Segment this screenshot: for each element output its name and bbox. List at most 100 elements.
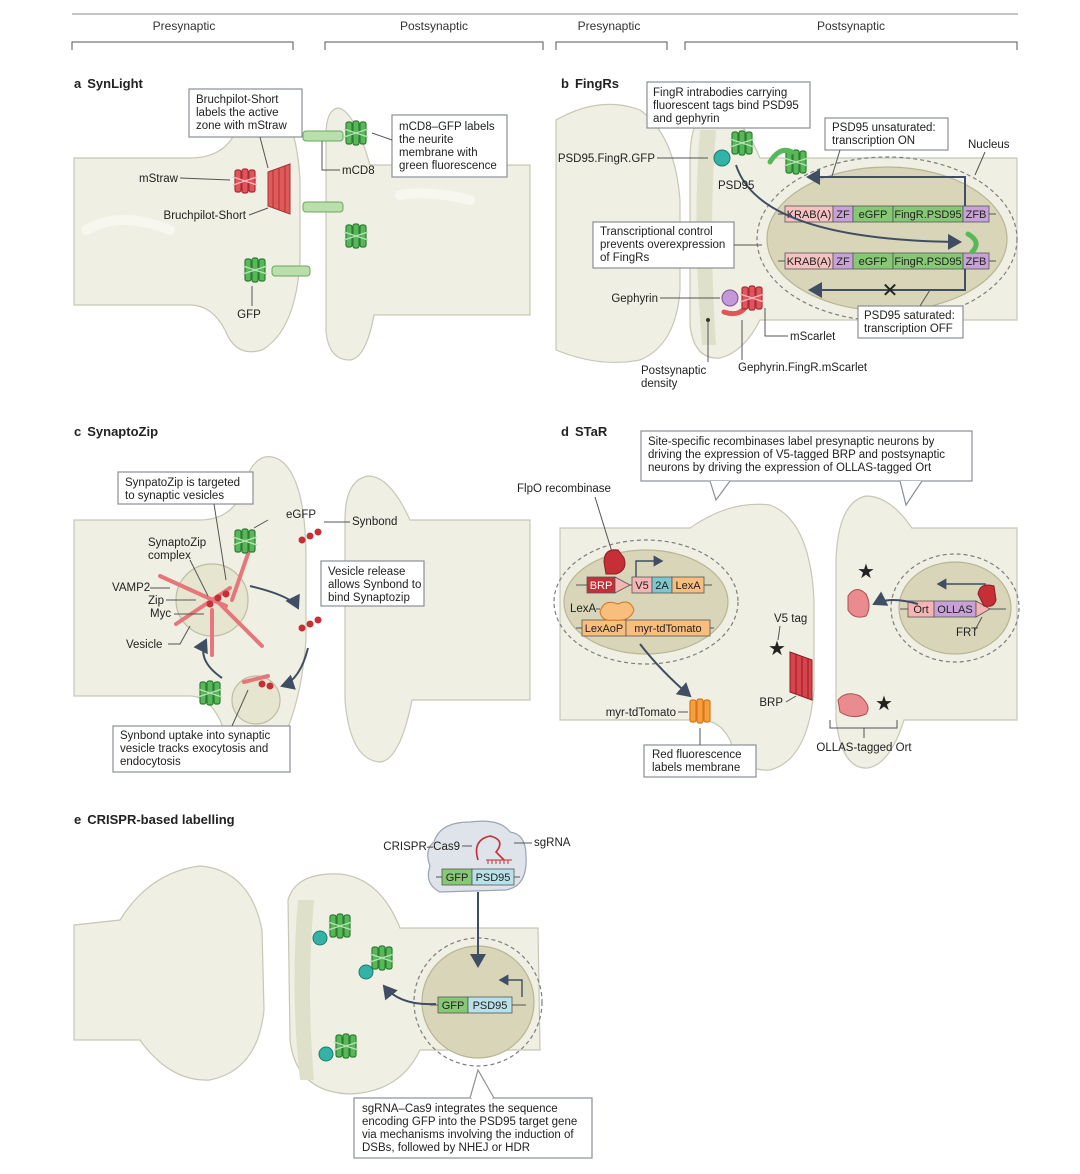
svg-text:ZF: ZF — [836, 256, 850, 268]
svg-text:PSD95 unsaturated: trans: PSD95 unsaturated: transcription ON — [832, 122, 939, 147]
gfp-icon — [343, 120, 369, 146]
label-psd95: PSD95 — [718, 180, 754, 192]
svg-text:eGFP: eGFP — [859, 209, 888, 221]
note-saturated — [857, 305, 964, 339]
svg-text:ZF: ZF — [836, 209, 850, 221]
svg-text:LexAoP: LexAoP — [585, 623, 624, 635]
svg-text:SynaptoZip complex: SynaptoZip complex — [148, 537, 209, 562]
ort-icon — [837, 693, 869, 718]
gene-row-brp: BRP V5 2A LexA — [576, 576, 712, 594]
label-mscarlet: mScarlet — [790, 331, 836, 343]
label-synbond: Synbond — [352, 516, 397, 528]
svg-text:Postsynaptic density: Postsynaptic density — [641, 365, 709, 390]
postsynaptic-density — [294, 900, 314, 1080]
gfp-icon — [783, 149, 809, 175]
note-target — [117, 471, 254, 505]
svg-text:PSD95: PSD95 — [476, 872, 511, 884]
lexa-protein-icon — [599, 601, 635, 621]
svg-text:V5: V5 — [635, 580, 648, 592]
label-mstraw: mStraw — [139, 173, 179, 185]
synbond-bound — [206, 590, 274, 690]
nucleus-pre — [563, 549, 729, 655]
panel-b-letter: b — [561, 76, 569, 91]
svg-text:Site-specific recombinases lab: Site-specific recombinases label presyna… — [648, 436, 948, 474]
postsynaptic-terminal — [344, 475, 531, 763]
svg-text:Synbond uptake into synaptic: Synbond uptake into synaptic vesicle tra… — [120, 730, 273, 768]
synbond-free — [298, 528, 322, 632]
label-gephyrin: Gephyrin — [611, 293, 658, 305]
svg-text:ZFB: ZFB — [966, 209, 987, 221]
panel-b: b FingRs KRAB(A) ZF eGFP FingR.PSD95 ZFB — [555, 76, 1018, 390]
svg-text:GFP: GFP — [442, 1000, 465, 1012]
myr-tdtomato-icon — [689, 698, 711, 724]
gene-row-ort: Ort OLLAS — [900, 600, 1006, 618]
flp-post-icon — [977, 584, 997, 607]
label-lexa: LexA — [570, 603, 597, 615]
svg-text:GFP: GFP — [446, 872, 469, 884]
svg-text:Ort: Ort — [913, 604, 928, 616]
gfp-icon — [327, 913, 353, 939]
svg-text:KRAB(A): KRAB(A) — [787, 256, 832, 268]
note-crispr — [353, 1097, 593, 1159]
panel-a-letter: a — [74, 76, 82, 91]
svg-text:FingR.PSD95: FingR.PSD95 — [894, 209, 961, 221]
ollas-tag-icon: ★ — [875, 693, 893, 715]
vesicle-fusing-icon — [231, 675, 281, 725]
header-right-presynaptic: Presynaptic — [578, 19, 641, 33]
v5-tag-icon: ★ — [768, 638, 786, 660]
note-mcd8 — [391, 114, 508, 178]
label-psd95-fingr-gfp: PSD95.FingR.GFP — [558, 153, 655, 165]
note-release — [320, 560, 425, 607]
svg-text:LexA: LexA — [675, 580, 701, 592]
panel-c-title: SynaptoZip — [87, 424, 158, 439]
note-star — [640, 430, 973, 482]
psd95-icon — [318, 1046, 334, 1062]
label-postsynaptic-density: Postsynaptic — [641, 365, 706, 377]
header: Presynaptic Postsynaptic Presynaptic Pos… — [71, 13, 1018, 50]
psd95-icon — [713, 149, 731, 167]
panel-b-title: FingRs — [575, 76, 619, 91]
label-sgrna: sgRNA — [534, 837, 571, 849]
mcd8-rod — [302, 130, 344, 142]
svg-text:FingR.PSD95: FingR.PSD95 — [894, 256, 961, 268]
svg-text:BRP: BRP — [590, 580, 613, 592]
svg-text:Transcriptional control: Transcriptional control prevents overexp… — [600, 226, 729, 264]
note-unsaturated — [824, 117, 949, 151]
svg-text:SynpatoZip is targeted t: SynpatoZip is targeted to synaptic vesic… — [125, 477, 243, 502]
svg-text:2A: 2A — [655, 580, 669, 592]
gephyrin-icon — [721, 289, 739, 307]
label-zip: Zip — [148, 595, 164, 607]
panel-d-letter: d — [561, 424, 569, 439]
note-brp — [188, 88, 303, 138]
svg-text:sgRNA–Cas9 integrates the sequ: sgRNA–Cas9 integrates the sequence encod… — [362, 1103, 580, 1154]
label-v5-tag: V5 tag — [774, 613, 807, 625]
label-vesicle: Vesicle — [126, 639, 162, 651]
panel-c-letter: c — [74, 424, 81, 439]
label-bruchpilot: Bruchpilot-Short — [164, 210, 247, 222]
psd95-icon — [312, 930, 328, 946]
label-gfp: GFP — [237, 309, 261, 321]
note-fingr — [646, 81, 811, 129]
synaptozip-complex — [158, 546, 270, 684]
ollas-tag-icon: ★ — [857, 561, 875, 583]
gfp-icon — [197, 680, 223, 706]
gene-row-bottom: KRAB(A) ZF eGFP FingR.PSD95 ZFB — [778, 252, 996, 270]
label-ollas-tagged-ort: OLLAS-tagged Ort — [816, 742, 912, 754]
panel-e-letter: e — [74, 812, 81, 827]
presynaptic-terminal — [73, 865, 265, 1081]
svg-text:KRAB(A): KRAB(A) — [787, 209, 832, 221]
mcd8-rod — [271, 265, 311, 277]
svg-text:FingR intrabodies carrying: FingR intrabodies carrying fluorescent t… — [653, 87, 802, 125]
gfp-icon — [369, 945, 395, 971]
panel-a-title: SynLight — [87, 76, 143, 91]
header-left-postsynaptic: Postsynaptic — [400, 19, 468, 33]
label-mcd8: mCD8 — [342, 165, 375, 177]
note-uptake — [112, 725, 291, 773]
